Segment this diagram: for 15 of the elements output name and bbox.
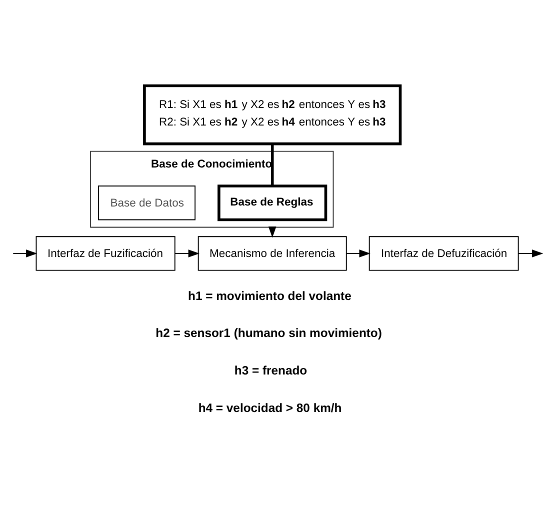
label: h2 = sensor1 (humano sin movimiento) [156,326,382,340]
node-box: Interfaz de Defuzificación [368,236,519,271]
label: h3 = frenado [234,364,308,378]
label: h4 = velocidad > 80 km/h [198,401,342,416]
arrow [346,250,370,258]
arrow [174,250,200,258]
arrow [12,250,38,258]
node-box: Base de Reglas [218,184,328,222]
node-box: Mecanismo de Inferencia [198,236,347,271]
node-box: Interfaz de Fuzificación [36,236,176,271]
node-box: Base de Datos [98,186,196,220]
label: h1 = movimiento del volante [188,288,352,303]
node-box: R1: Si X1 es h1 y X2 es h2 entonces Y es h3 R2: Si X1 es h2 y X2 es h4 entonces Y es h3 [143,84,402,146]
connector [270,144,274,186]
arrow [518,250,544,258]
